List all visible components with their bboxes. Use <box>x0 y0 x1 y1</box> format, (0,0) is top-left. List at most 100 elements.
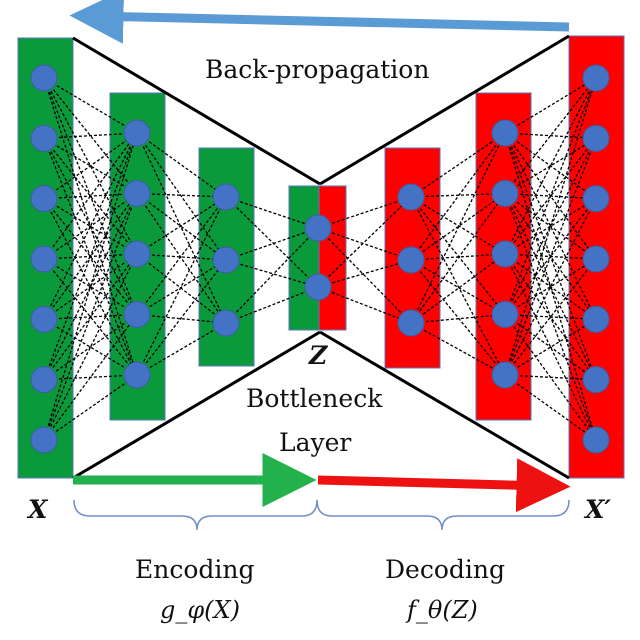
encoding-label: Encoding <box>135 555 255 584</box>
neuron-node <box>491 119 519 147</box>
neuron-node <box>212 183 240 211</box>
connection-line <box>43 193 138 320</box>
connection-line <box>43 313 138 381</box>
neuron-node <box>123 361 151 389</box>
connection-line <box>504 318 597 376</box>
connection-line <box>504 198 597 376</box>
connection-line <box>317 227 412 261</box>
neuron-node <box>30 185 58 213</box>
connection-line <box>410 253 506 261</box>
neuron-node <box>30 305 58 333</box>
neuron-node <box>30 245 58 273</box>
connection-line <box>410 132 506 324</box>
neuron-node <box>491 361 519 389</box>
connection-line <box>225 227 319 324</box>
neuron-node <box>491 180 519 207</box>
connection-line <box>504 138 597 315</box>
neuron-node <box>304 214 332 242</box>
connection-line <box>225 259 319 288</box>
connection-line <box>225 227 319 261</box>
connection-line <box>410 322 506 376</box>
input-variable-label: X <box>28 495 48 524</box>
connection-line <box>504 198 597 255</box>
connection-line <box>136 192 227 261</box>
connection-line <box>504 374 597 441</box>
connection-line <box>410 192 506 198</box>
connection-line <box>43 374 138 441</box>
neuron-node <box>30 366 58 394</box>
neuron-node <box>123 180 151 207</box>
connection-line <box>43 132 138 441</box>
connection-line <box>504 77 597 194</box>
connection-line <box>136 196 227 376</box>
neuron-node <box>123 240 151 268</box>
connection-line <box>410 196 506 315</box>
connection-line <box>504 138 597 376</box>
hourglass-bottom-right-edge <box>319 330 570 480</box>
connection-line <box>43 77 138 255</box>
backprop-label: Back-propagation <box>205 55 430 84</box>
neuron-node <box>397 246 425 274</box>
connection-line <box>317 259 412 288</box>
connection-line <box>136 196 227 255</box>
connection-line <box>43 192 138 200</box>
connection-line <box>43 198 138 376</box>
neuron-node <box>30 124 58 152</box>
connection-line <box>317 196 412 288</box>
connection-line <box>225 196 319 229</box>
connection-line <box>43 132 138 139</box>
connection-line <box>504 77 597 134</box>
connection-line <box>504 374 597 381</box>
connection-line <box>136 132 227 198</box>
connection-line <box>136 259 227 316</box>
connection-line <box>504 132 597 200</box>
decoding-arrow <box>317 458 571 513</box>
connection-line <box>317 227 412 324</box>
encoder-function-label: g_φ(X) <box>160 596 240 624</box>
connection-line <box>410 253 506 324</box>
neuron-node <box>582 245 610 273</box>
connection-lines <box>43 77 597 441</box>
connection-line <box>317 286 412 324</box>
connection-line <box>504 137 597 255</box>
connection-line <box>504 137 597 195</box>
decoding-label: Decoding <box>385 555 505 584</box>
connection-line <box>504 313 597 320</box>
layer-bottleneck-green-bar <box>288 185 320 331</box>
connection-line <box>43 132 138 200</box>
connection-line <box>504 258 597 316</box>
connection-line <box>504 198 597 315</box>
decoder-function-label: f_θ(Z) <box>407 596 478 624</box>
connection-line <box>410 196 506 255</box>
neuron-node <box>582 305 610 333</box>
connection-line <box>225 196 319 288</box>
output-variable-label: X′ <box>585 495 611 524</box>
connection-line <box>410 313 506 324</box>
neuron-node <box>123 301 151 328</box>
connection-line <box>43 193 138 441</box>
neuron-node <box>582 185 610 213</box>
connection-line <box>504 258 597 376</box>
connection-line <box>504 77 597 376</box>
hourglass-bottom-left-edge <box>72 330 321 480</box>
connection-line <box>43 374 138 381</box>
connection-line <box>136 196 227 315</box>
connection-line <box>410 193 506 324</box>
neuron-node <box>491 301 519 328</box>
connection-line <box>43 198 138 255</box>
connection-line <box>504 253 597 320</box>
bottleneck-label-line2: Layer <box>279 428 352 457</box>
connection-line <box>43 132 138 260</box>
connection-line <box>225 286 319 324</box>
connection-line <box>43 192 138 260</box>
neuron-nodes <box>30 64 610 454</box>
connection-line <box>504 132 597 320</box>
neuron-node <box>304 273 332 301</box>
connection-line <box>504 77 597 315</box>
bottleneck-label-line1: Bottleneck <box>246 384 383 413</box>
connection-line <box>43 77 138 134</box>
neuron-node <box>582 64 610 92</box>
connection-line <box>136 253 227 324</box>
